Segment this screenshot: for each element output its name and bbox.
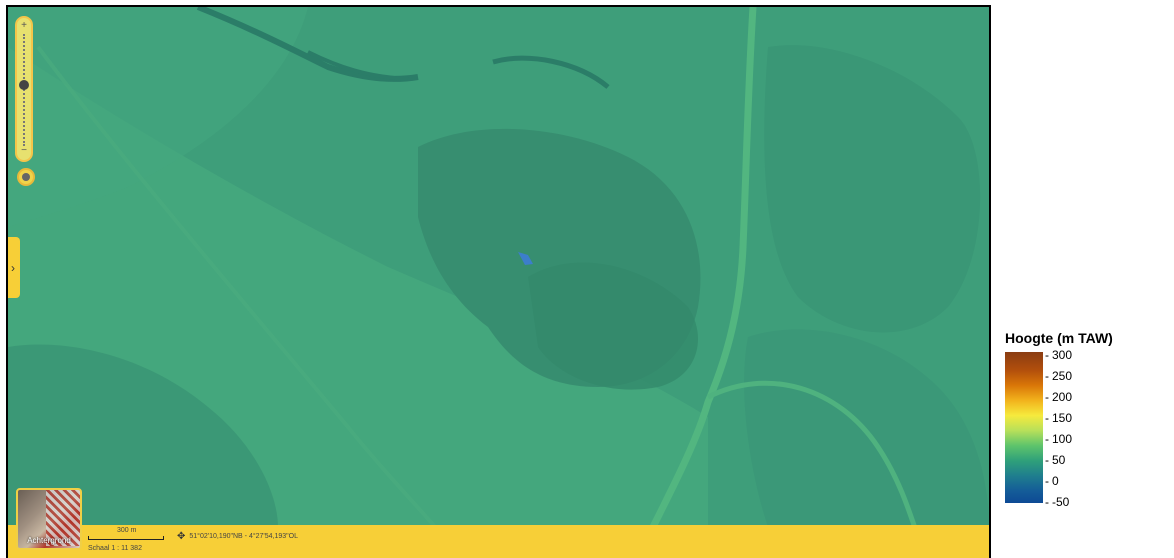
legend-label: 250 <box>1045 369 1072 383</box>
cursor-coordinates: ✥ 51°02'10,190"NB - 4°27'54,193"OL <box>177 531 298 542</box>
legend-label: 0 <box>1045 474 1059 488</box>
scale-distance: 300 m <box>117 527 137 534</box>
legend-label: 200 <box>1045 390 1072 404</box>
map-footer-bar <box>8 525 989 558</box>
elevation-raster <box>8 7 989 558</box>
full-extent-button[interactable] <box>17 168 35 186</box>
crosshair-icon: ✥ <box>177 531 186 542</box>
zoom-out-button[interactable]: − <box>21 145 27 156</box>
background-thumbnail-image <box>46 490 80 546</box>
legend-label: 300 <box>1045 348 1072 362</box>
zoom-slider[interactable]: + − <box>15 16 33 162</box>
elevation-legend: Hoogte (m TAW) 300 250 200 150 100 50 0 … <box>1005 330 1113 509</box>
map-viewer[interactable]: + − › Achtergrond 300 m Schaal 1 : 11 38… <box>6 5 991 558</box>
legend-label: -50 <box>1045 495 1069 509</box>
chevron-right-icon: › <box>11 260 15 275</box>
elevation-map[interactable] <box>8 7 989 558</box>
side-panel-toggle[interactable]: › <box>8 237 20 298</box>
background-label: Achtergrond <box>27 536 71 545</box>
background-layer-button[interactable]: Achtergrond <box>16 488 82 550</box>
legend-label: 100 <box>1045 432 1072 446</box>
zoom-in-button[interactable]: + <box>21 20 27 31</box>
legend-color-ramp <box>1005 352 1043 503</box>
coordinates-text: 51°02'10,190"NB - 4°27'54,193"OL <box>189 533 298 540</box>
legend-label: 150 <box>1045 411 1072 425</box>
scale-line <box>88 536 164 540</box>
zoom-handle[interactable] <box>19 80 29 90</box>
legend-title: Hoogte (m TAW) <box>1005 330 1113 346</box>
legend-label: 50 <box>1045 453 1065 467</box>
scale-ratio: Schaal 1 : 11 382 <box>88 545 142 552</box>
zoom-track[interactable] <box>23 34 27 146</box>
globe-icon <box>22 173 30 181</box>
